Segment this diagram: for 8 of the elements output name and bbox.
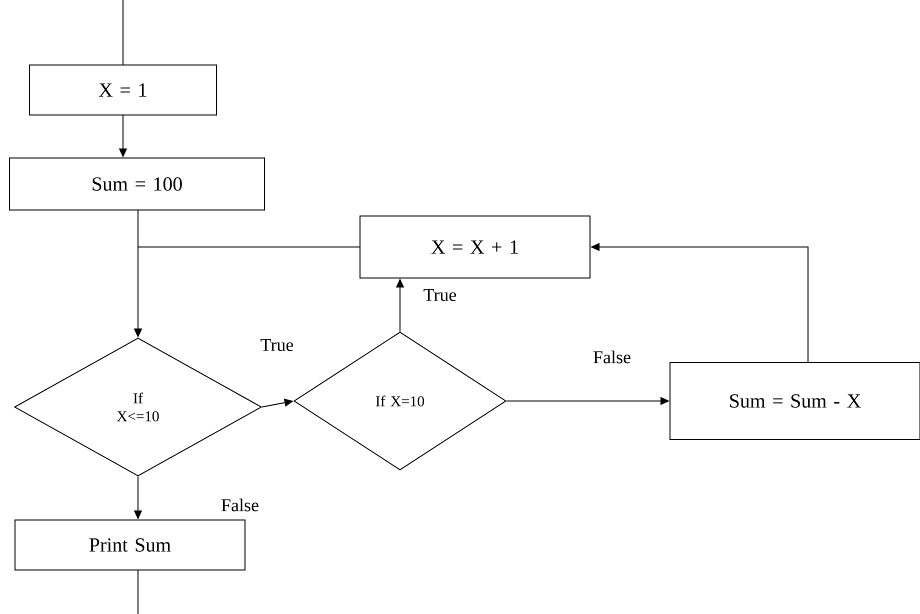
process-box: Sum = 100 (9, 158, 265, 210)
process-box: X = 1 (29, 64, 217, 116)
process-box: Print Sum (14, 520, 246, 570)
edge-label: False (220, 498, 260, 512)
process-box: X = X + 1 (360, 216, 590, 278)
edge-label: False (592, 350, 632, 364)
edge-label: True (422, 288, 458, 302)
process-box: Sum = Sum - X (670, 362, 920, 440)
